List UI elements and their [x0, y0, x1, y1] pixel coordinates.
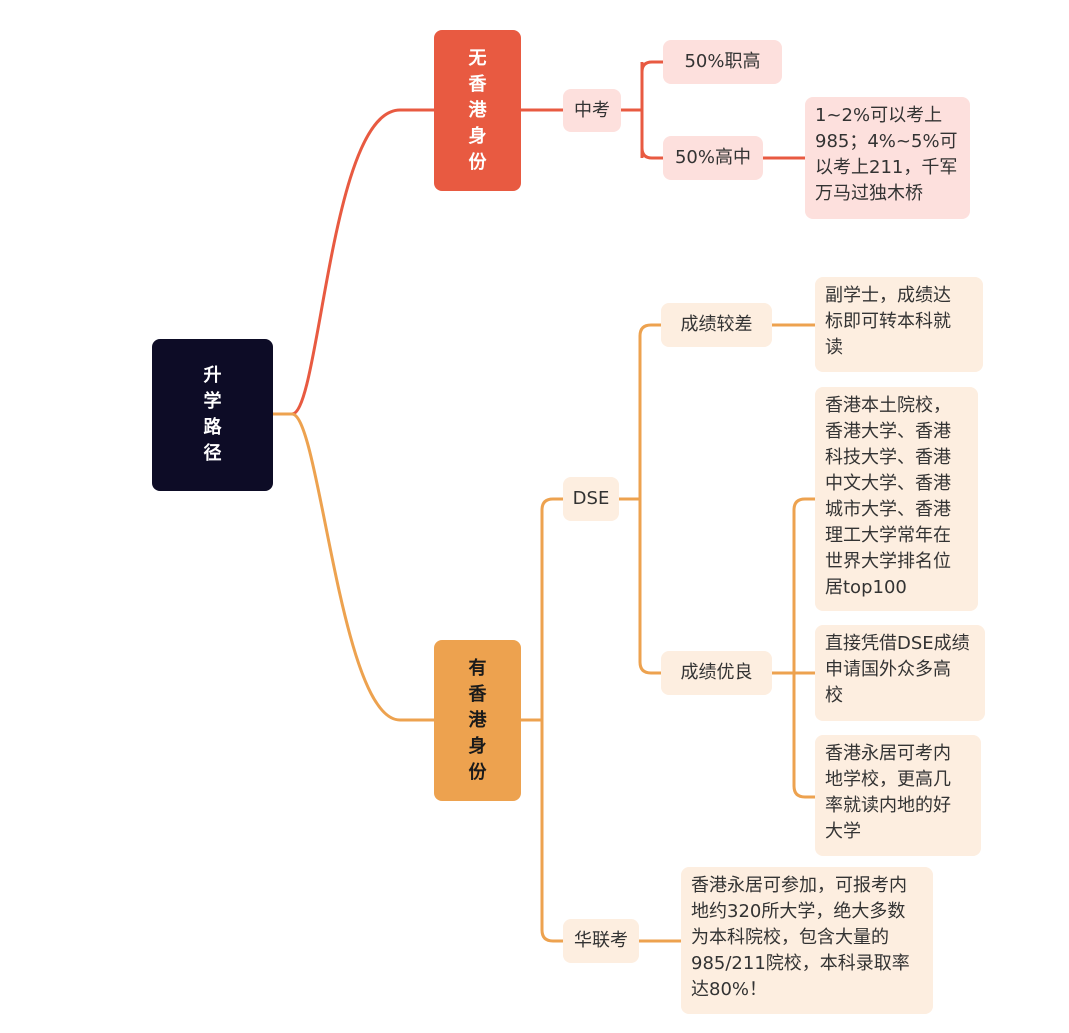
node-vocational: 50%职高 [663, 40, 782, 84]
link-hk-joint [540, 929, 563, 943]
branch-char: 无 [468, 47, 487, 69]
link-good-detail-3 [792, 785, 815, 799]
detail-line: 985；4%~5%可 [815, 131, 958, 152]
detail-line: 副学士，成绩达 [825, 285, 951, 306]
root-node: 升 学 路 径 [152, 339, 273, 491]
detail-line: 以考上211，千军 [815, 157, 958, 178]
detail-line: 科技大学、香港 [825, 447, 951, 468]
node-dse-good-detail-hk-universities: 香港本土院校， 香港大学、香港 科技大学、香港 中文大学、香港 城市大学、香港 … [815, 387, 978, 611]
detail-line: 香港永居可参加，可报考内 [691, 875, 907, 896]
branch-char: 份 [468, 151, 487, 173]
node-dse-poor: 成绩较差 [661, 303, 772, 347]
node-label: 成绩优良 [680, 662, 753, 683]
link-option-vocational [640, 60, 663, 73]
link-good-detail-1 [792, 497, 815, 511]
detail-line: 世界大学排名位 [825, 551, 951, 572]
branch-char: 香 [468, 73, 487, 95]
branch-char: 身 [468, 125, 487, 147]
detail-line: 大学 [825, 821, 861, 842]
node-zhongkao: 中考 [563, 89, 621, 132]
node-dse-poor-detail: 副学士，成绩达 标即可转本科就 读 [815, 277, 983, 372]
node-joint-exam: 华联考 [563, 919, 639, 963]
detail-line: 地约320所大学，绝大多数 [691, 901, 906, 922]
node-dse-good-detail-mainland: 香港永居可考内 地学校，更高几 率就读内地的好 大学 [815, 735, 981, 856]
detail-line: 香港本土院校， [825, 395, 951, 416]
node-label: 成绩较差 [680, 314, 753, 335]
node-label: 中考 [574, 99, 610, 121]
detail-line: 申请国外众多高 [825, 659, 951, 680]
detail-line: 985/211院校，本科录取率 [691, 953, 910, 974]
link-dse-poor [638, 323, 661, 337]
detail-line: 香港永居可考内 [825, 743, 951, 764]
detail-line: 达80%！ [691, 979, 768, 1000]
detail-line: 直接凭借DSE成绩 [825, 633, 970, 654]
link-option-highschool [640, 147, 663, 160]
root-char: 升 [203, 365, 222, 386]
root-char: 路 [203, 417, 222, 438]
branch-char: 份 [468, 761, 487, 783]
detail-line: 率就读内地的好 [825, 795, 951, 816]
detail-line: 万马过独木桥 [815, 183, 923, 204]
detail-line: 校 [825, 685, 843, 706]
node-label: 50%职高 [684, 51, 761, 72]
branch-no-hk-id: 无 香 港 身 份 [434, 30, 521, 191]
root-char: 学 [203, 391, 222, 412]
branch-char: 有 [468, 657, 487, 679]
node-dse-good: 成绩优良 [661, 651, 772, 695]
link-root-no-hk [273, 108, 434, 416]
branch-char: 身 [468, 735, 487, 757]
node-highschool-detail: 1~2%可以考上 985；4%~5%可 以考上211，千军 万马过独木桥 [805, 97, 970, 219]
detail-line: 城市大学、香港 [825, 499, 951, 520]
detail-line: 为本科院校，包含大量的 [691, 927, 889, 948]
link-hk-dse [540, 497, 563, 511]
link-zhongkao-options [621, 62, 644, 158]
detail-line: 标即可转本科就 [825, 311, 951, 332]
detail-line: 理工大学常年在 [825, 525, 951, 546]
detail-line: 地学校，更高几 [825, 769, 951, 790]
node-label: DSE [572, 488, 610, 509]
detail-line: 读 [825, 337, 843, 358]
link-root-hk [273, 412, 434, 722]
node-dse-good-detail-overseas: 直接凭借DSE成绩 申请国外众多高 校 [815, 625, 985, 721]
node-dse: DSE [563, 477, 619, 521]
node-highschool: 50%高中 [663, 136, 763, 180]
node-label: 华联考 [574, 930, 628, 951]
detail-line: 中文大学、香港 [825, 473, 951, 494]
branch-hk-id: 有 香 港 身 份 [434, 640, 521, 801]
node-joint-exam-detail: 香港永居可参加，可报考内 地约320所大学，绝大多数 为本科院校，包含大量的 9… [681, 867, 933, 1014]
root-char: 径 [203, 443, 222, 464]
detail-line: 居top100 [825, 577, 907, 598]
link-dse-good [638, 661, 661, 675]
branch-char: 港 [468, 709, 487, 731]
detail-line: 1~2%可以考上 [815, 105, 943, 126]
branch-char: 港 [468, 99, 487, 121]
detail-line: 香港大学、香港 [825, 421, 951, 442]
branch-char: 香 [468, 683, 487, 705]
node-label: 50%高中 [674, 147, 751, 168]
